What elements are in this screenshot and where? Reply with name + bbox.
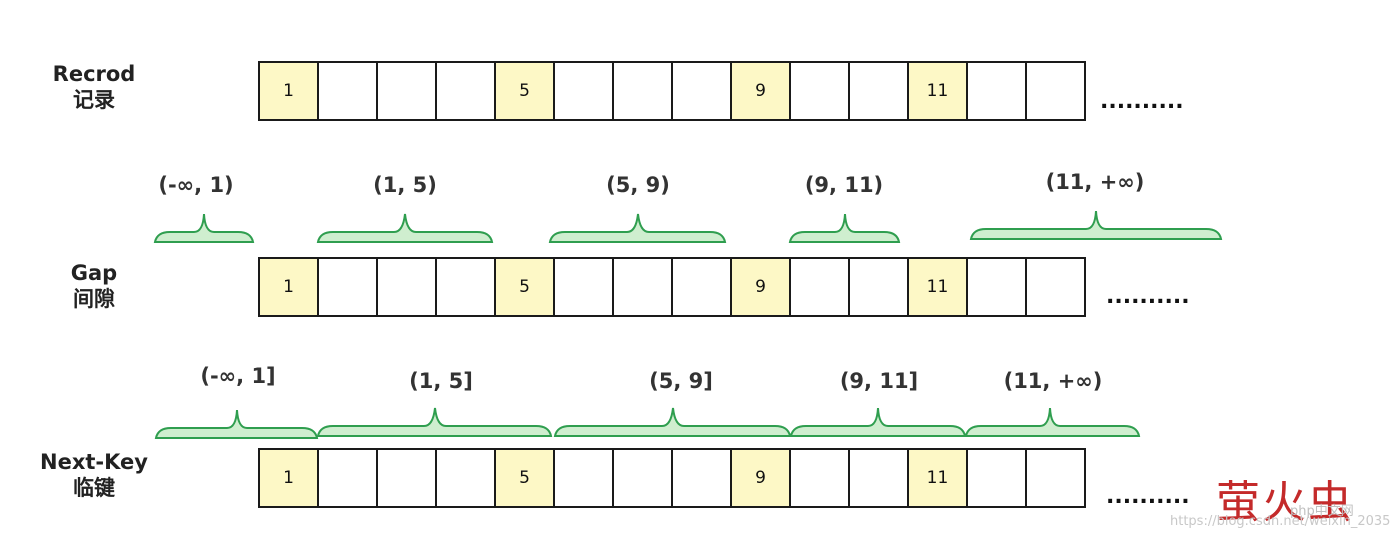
gap-cell: 9: [730, 257, 791, 317]
record-cell: [435, 61, 496, 121]
gap-cell: 11: [907, 257, 968, 317]
gap-cell: 1: [258, 257, 319, 317]
record-cell: 1: [258, 61, 319, 121]
nextkey-cell: [435, 448, 496, 508]
nextkey-brace: [154, 409, 319, 439]
gap-interval-label: (11, +∞): [1045, 170, 1145, 194]
row-label-gap-cn: 间隙: [73, 287, 115, 311]
record-cell: 5: [494, 61, 555, 121]
record-row-ellipsis: ..........: [1100, 89, 1184, 114]
nextkey-brace: [789, 407, 967, 437]
row-label-record-en: Recrod: [52, 62, 136, 86]
nextkey-brace: [316, 407, 553, 437]
nextkey-cell: [966, 448, 1027, 508]
gap-cell: [848, 257, 909, 317]
nextkey-cell: 1: [258, 448, 319, 508]
row-label-gap: Gap 间隙: [40, 260, 148, 312]
nextkey-cell: [789, 448, 850, 508]
record-cell: 11: [907, 61, 968, 121]
gap-row-ellipsis: ..........: [1106, 284, 1190, 309]
record-cell: 9: [730, 61, 791, 121]
row-label-record: Recrod 记录: [40, 61, 148, 113]
nextkey-cell: 11: [907, 448, 968, 508]
nextkey-cell: [1025, 448, 1086, 508]
record-cell: [671, 61, 732, 121]
gap-cell: [553, 257, 614, 317]
row-label-record-cn: 记录: [73, 88, 115, 112]
gap-brace: [969, 210, 1223, 240]
nextkey-cell: [848, 448, 909, 508]
nextkey-interval-label: (5, 9]: [649, 369, 713, 393]
watermark-logo: 萤火虫: [1216, 477, 1354, 528]
nextkey-cell: [612, 448, 673, 508]
nextkey-cell: 5: [494, 448, 555, 508]
gap-brace: [316, 213, 494, 243]
nextkey-cell: [553, 448, 614, 508]
gap-cell: [671, 257, 732, 317]
nextkey-interval-label: (1, 5]: [409, 369, 473, 393]
nextkey-row-cells: 1 5 9 11: [258, 448, 1086, 508]
record-cell: [553, 61, 614, 121]
gap-brace: [788, 213, 901, 243]
watermark-url: https://blog.csdn.net/weixin_2035: [1170, 514, 1391, 529]
record-cell: [612, 61, 673, 121]
nextkey-brace: [553, 407, 792, 437]
gap-interval-label: (9, 11): [804, 173, 884, 197]
gap-cell: [317, 257, 378, 317]
row-label-nextkey-cn: 临键: [73, 476, 115, 500]
gap-row-cells: 1 5 9 11: [258, 257, 1086, 317]
gap-interval-label: (1, 5): [373, 173, 437, 197]
gap-brace: [153, 213, 255, 243]
record-cell: [789, 61, 850, 121]
nextkey-interval-label: (9, 11]: [839, 369, 919, 393]
nextkey-row-ellipsis: ..........: [1106, 484, 1190, 509]
row-label-gap-en: Gap: [70, 261, 118, 285]
gap-interval-label: (-∞, 1): [158, 173, 234, 197]
record-cell: [317, 61, 378, 121]
nextkey-cell: [317, 448, 378, 508]
gap-cell: [1025, 257, 1086, 317]
record-cell: [848, 61, 909, 121]
record-row-cells: 1 5 9 11: [258, 61, 1086, 121]
gap-brace: [548, 213, 727, 243]
nextkey-interval-label: (-∞, 1]: [200, 364, 276, 388]
gap-cell: [376, 257, 437, 317]
nextkey-cell: [671, 448, 732, 508]
gap-cell: 5: [494, 257, 555, 317]
nextkey-brace: [964, 407, 1141, 437]
watermark-sub: php中文网: [1290, 504, 1354, 519]
row-label-nextkey: Next-Key 临键: [30, 449, 158, 501]
row-label-nextkey-en: Next-Key: [40, 450, 148, 474]
gap-cell: [435, 257, 496, 317]
record-cell: [376, 61, 437, 121]
gap-cell: [612, 257, 673, 317]
nextkey-interval-label: (11, +∞): [1003, 369, 1103, 393]
nextkey-cell: 9: [730, 448, 791, 508]
gap-cell: [789, 257, 850, 317]
record-cell: [1025, 61, 1086, 121]
gap-interval-label: (5, 9): [606, 173, 670, 197]
gap-cell: [966, 257, 1027, 317]
record-cell: [966, 61, 1027, 121]
nextkey-cell: [376, 448, 437, 508]
